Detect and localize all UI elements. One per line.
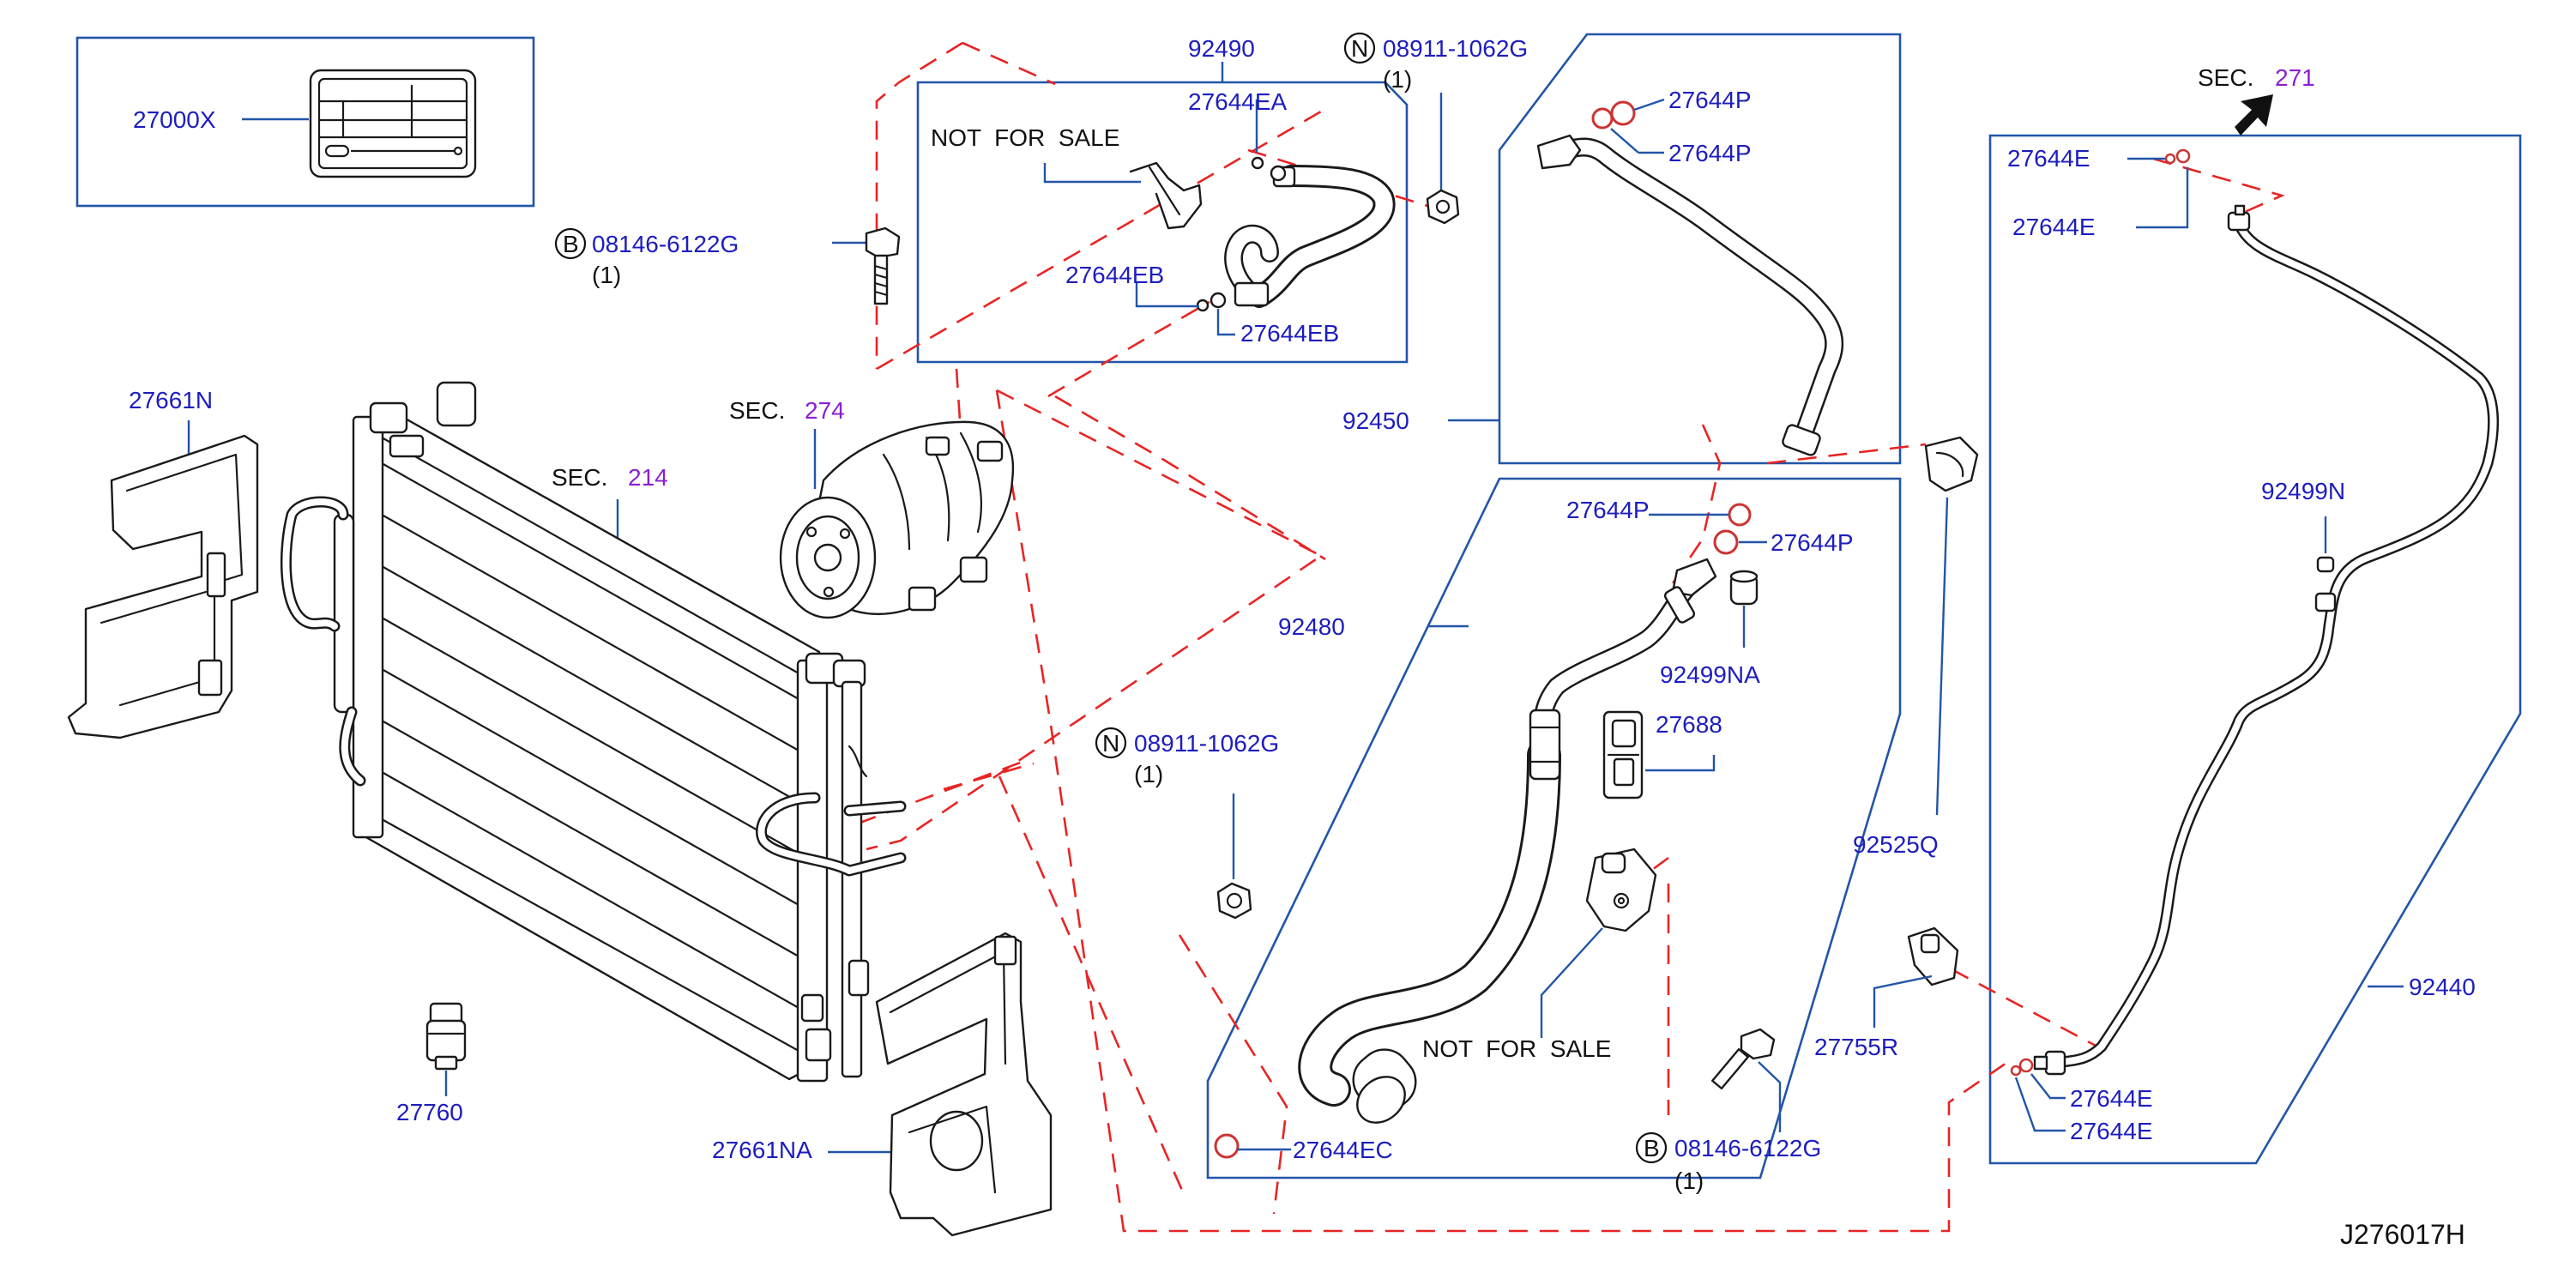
part-label-92525Q[interactable]: 92525Q bbox=[1853, 831, 1939, 858]
part-label-92440[interactable]: 92440 bbox=[2409, 974, 2476, 1000]
svg-text:B: B bbox=[563, 231, 579, 257]
not-for-sale-note-lower: NOT FOR SALE bbox=[1422, 1035, 1611, 1062]
cap-92499NA bbox=[1729, 570, 1759, 606]
part-label-92480[interactable]: 92480 bbox=[1278, 613, 1345, 640]
part-label-92499NA[interactable]: 92499NA bbox=[1660, 661, 1760, 688]
bolt-icon-lower bbox=[1711, 1028, 1776, 1090]
bolt-icon-upper bbox=[832, 226, 901, 305]
part-label-08911-1062G-upper[interactable]: 08911-1062G bbox=[1383, 35, 1528, 62]
circled-n-icon: N bbox=[1343, 32, 1376, 64]
circled-b-icon: B bbox=[1635, 1131, 1668, 1164]
nut-icon-upper bbox=[1426, 189, 1460, 225]
hose-92490 bbox=[1196, 156, 1396, 312]
section-number-214[interactable]: 214 bbox=[628, 464, 668, 491]
part-label-08146-6122G-upper[interactable]: 08146-6122G bbox=[592, 231, 739, 257]
box-92480 bbox=[1206, 477, 1902, 1179]
section-ref-274: SEC. bbox=[729, 397, 785, 424]
clip-92525Q bbox=[1924, 436, 1979, 492]
clip-27755R bbox=[1907, 926, 1959, 986]
part-label-08146-6122G-lower[interactable]: 08146-6122G bbox=[1674, 1135, 1821, 1161]
part-label-27644EA[interactable]: 27644EA bbox=[1188, 88, 1288, 115]
part-label-27661NA[interactable]: 27661NA bbox=[712, 1137, 812, 1163]
part-label-27644EB[interactable]: 27644EB bbox=[1065, 262, 1164, 288]
box-92490 bbox=[916, 81, 1409, 364]
part-label-27661N[interactable]: 27661N bbox=[129, 387, 213, 413]
compressor bbox=[779, 420, 1015, 619]
part-label-27688[interactable]: 27688 bbox=[1656, 711, 1722, 738]
part-label-27644EC[interactable]: 27644EC bbox=[1293, 1137, 1393, 1163]
part-label-27644P[interactable]: 27644P bbox=[1668, 87, 1752, 113]
part-label-27644E[interactable]: 27644E bbox=[2012, 214, 2096, 240]
section-number-274[interactable]: 274 bbox=[805, 397, 845, 424]
section-ref-271: SEC. bbox=[2198, 64, 2253, 91]
bracket-92490 bbox=[1129, 161, 1203, 230]
section-number-271[interactable]: 271 bbox=[2275, 64, 2315, 91]
part-label-27644P[interactable]: 27644P bbox=[1668, 140, 1752, 166]
label-box-27000X bbox=[75, 36, 535, 208]
part-label-27644E[interactable]: 27644E bbox=[2070, 1118, 2153, 1144]
section-ref-214: SEC. bbox=[552, 464, 607, 491]
part-label-27644P[interactable]: 27644P bbox=[1566, 497, 1650, 523]
arrow-up-right-icon bbox=[2235, 94, 2273, 136]
pipe-92440 bbox=[2033, 204, 2499, 1076]
part-label-27644E[interactable]: 27644E bbox=[2070, 1085, 2153, 1112]
circled-b-icon: B bbox=[554, 227, 587, 260]
air-guide-27661NA bbox=[875, 932, 1053, 1237]
air-guide-27661N bbox=[67, 434, 259, 739]
pressure-switch-27760 bbox=[425, 1002, 467, 1071]
dashed-connectors bbox=[857, 41, 2285, 1233]
svg-text:N: N bbox=[1351, 35, 1368, 62]
label-plate-27000X bbox=[309, 69, 477, 178]
part-label-92490[interactable]: 92490 bbox=[1188, 35, 1255, 62]
cap-92499N bbox=[2316, 556, 2335, 573]
part-label-27644E[interactable]: 27644E bbox=[2007, 145, 2090, 172]
hose-92480 bbox=[1298, 558, 1717, 1124]
part-label-27760[interactable]: 27760 bbox=[396, 1099, 463, 1125]
box-92450 bbox=[1498, 33, 1902, 465]
part-label-27000X[interactable]: 27000X bbox=[133, 106, 216, 133]
quantity-label: (1) bbox=[1674, 1167, 1704, 1194]
svg-text:N: N bbox=[1102, 730, 1119, 757]
part-label-92499N[interactable]: 92499N bbox=[2261, 478, 2345, 504]
part-label-08911-1062G-lower[interactable]: 08911-1062G bbox=[1134, 730, 1279, 757]
quantity-label: (1) bbox=[1383, 66, 1412, 93]
svg-text:B: B bbox=[1644, 1135, 1660, 1161]
pipe-92450 bbox=[1536, 134, 1844, 456]
part-label-27644EB[interactable]: 27644EB bbox=[1240, 320, 1339, 347]
nut-icon-lower bbox=[1216, 882, 1252, 920]
bracket-lower-not-for-sale bbox=[1585, 848, 1657, 932]
quantity-label: (1) bbox=[592, 262, 621, 288]
condenser bbox=[280, 381, 907, 1083]
circled-n-icon: N bbox=[1095, 727, 1127, 759]
quantity-label: (1) bbox=[1134, 761, 1163, 787]
diagram-id: J276017H bbox=[2340, 1219, 2465, 1250]
box-92440 bbox=[1988, 134, 2522, 1165]
part-label-27755R[interactable]: 27755R bbox=[1814, 1034, 1898, 1060]
sensor-27688 bbox=[1602, 710, 1644, 799]
part-label-92450[interactable]: 92450 bbox=[1342, 407, 1409, 434]
part-label-27644P[interactable]: 27644P bbox=[1771, 529, 1854, 556]
not-for-sale-note-upper: NOT FOR SALE bbox=[931, 124, 1119, 151]
